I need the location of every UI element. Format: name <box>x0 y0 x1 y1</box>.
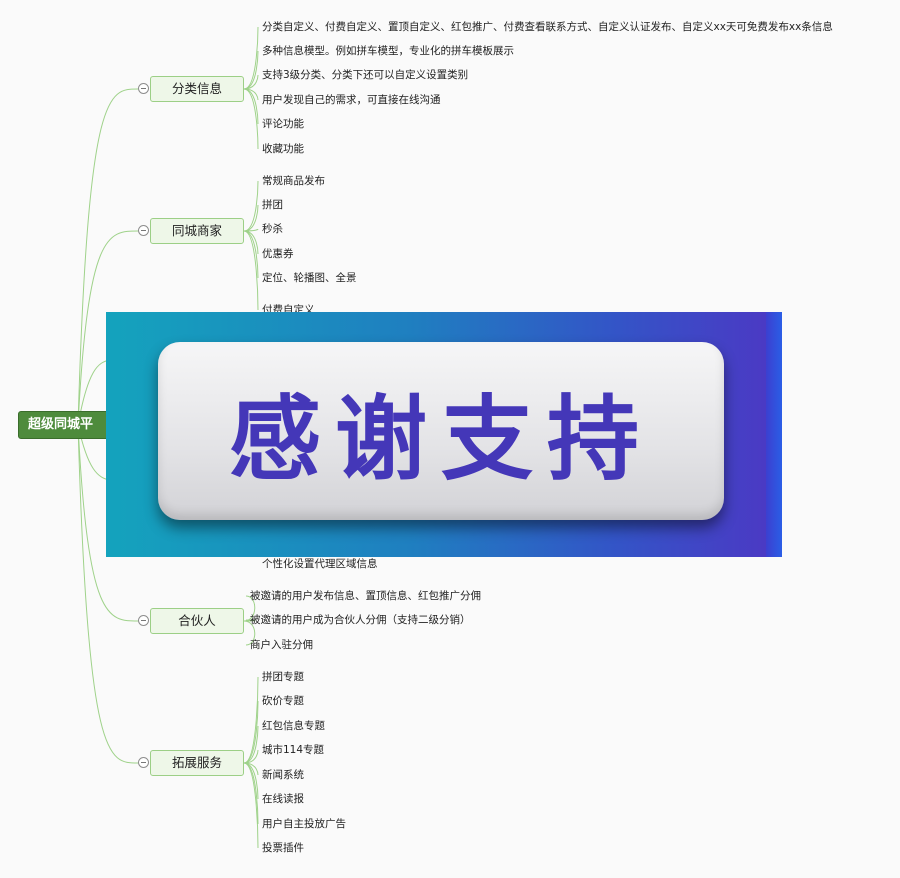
leaf-item: 城市114专题 <box>262 744 325 756</box>
branch-node-merchants[interactable]: 同城商家 <box>150 218 244 244</box>
connector-line <box>243 204 259 232</box>
leaf-item: 个性化设置代理区域信息 <box>262 558 378 570</box>
banner-plate: 感谢支持 <box>158 342 724 520</box>
root-node[interactable]: 超级同城平 <box>18 411 110 439</box>
connector-line <box>243 725 259 764</box>
leaf-item: 被邀请的用户成为合伙人分佣（支持二级分销） <box>250 614 471 626</box>
thanks-banner-overlay: 感谢支持 <box>106 312 782 557</box>
connector-line <box>243 749 259 764</box>
leaf-item: 用户自主投放广告 <box>262 818 346 830</box>
leaf-item: 优惠券 <box>262 248 294 260</box>
leaf-item: 在线读报 <box>262 793 304 805</box>
leaf-item: 被邀请的用户发布信息、置顶信息、红包推广分佣 <box>250 590 481 602</box>
connector-line <box>77 230 139 426</box>
leaf-item: 评论功能 <box>262 118 304 130</box>
leaf-item: 支持3级分类、分类下还可以自定义设置类别 <box>262 69 469 81</box>
banner-edge <box>766 312 782 557</box>
connector-line <box>243 88 259 150</box>
connector-line <box>243 620 256 646</box>
leaf-item: 分类自定义、付费自定义、置顶自定义、红包推广、付费查看联系方式、自定义认证发布、… <box>262 21 833 33</box>
connector-line <box>243 676 259 764</box>
leaf-item: 用户发现自己的需求，可直接在线沟通 <box>262 94 441 106</box>
connector-line <box>243 180 259 232</box>
leaf-item: 多种信息模型。例如拼车模型，专业化的拼车模板展示 <box>262 45 514 57</box>
branch-node-partners[interactable]: 合伙人 <box>150 608 244 634</box>
connector-line <box>77 88 139 426</box>
connector-line <box>243 230 259 311</box>
branch-node-classified[interactable]: 分类信息 <box>150 76 244 102</box>
connector-line <box>243 74 259 90</box>
thanks-text: 感谢支持 <box>228 385 653 493</box>
collapse-icon[interactable] <box>138 83 149 94</box>
collapse-icon[interactable] <box>138 225 149 236</box>
connector-line <box>77 424 139 622</box>
connector-line <box>243 700 259 764</box>
leaf-item: 红包信息专题 <box>262 720 325 732</box>
leaf-item: 秒杀 <box>262 223 283 235</box>
leaf-item: 商户入驻分佣 <box>250 639 313 651</box>
leaf-item: 拼团专题 <box>262 671 304 683</box>
leaf-item: 拼团 <box>262 199 283 211</box>
collapse-icon[interactable] <box>138 757 149 768</box>
leaf-item: 定位、轮播图、全景 <box>262 272 357 284</box>
connector-line <box>243 762 259 849</box>
leaf-item: 收藏功能 <box>262 143 304 155</box>
branch-node-extensions[interactable]: 拓展服务 <box>150 750 244 776</box>
leaf-item: 砍价专题 <box>262 695 304 707</box>
leaf-item: 常规商品发布 <box>262 175 325 187</box>
leaf-item: 新闻系统 <box>262 769 304 781</box>
connector-line <box>77 424 139 764</box>
collapse-icon[interactable] <box>138 615 149 626</box>
connector-line <box>243 26 259 90</box>
leaf-item: 投票插件 <box>262 842 304 854</box>
connector-line <box>243 50 259 90</box>
